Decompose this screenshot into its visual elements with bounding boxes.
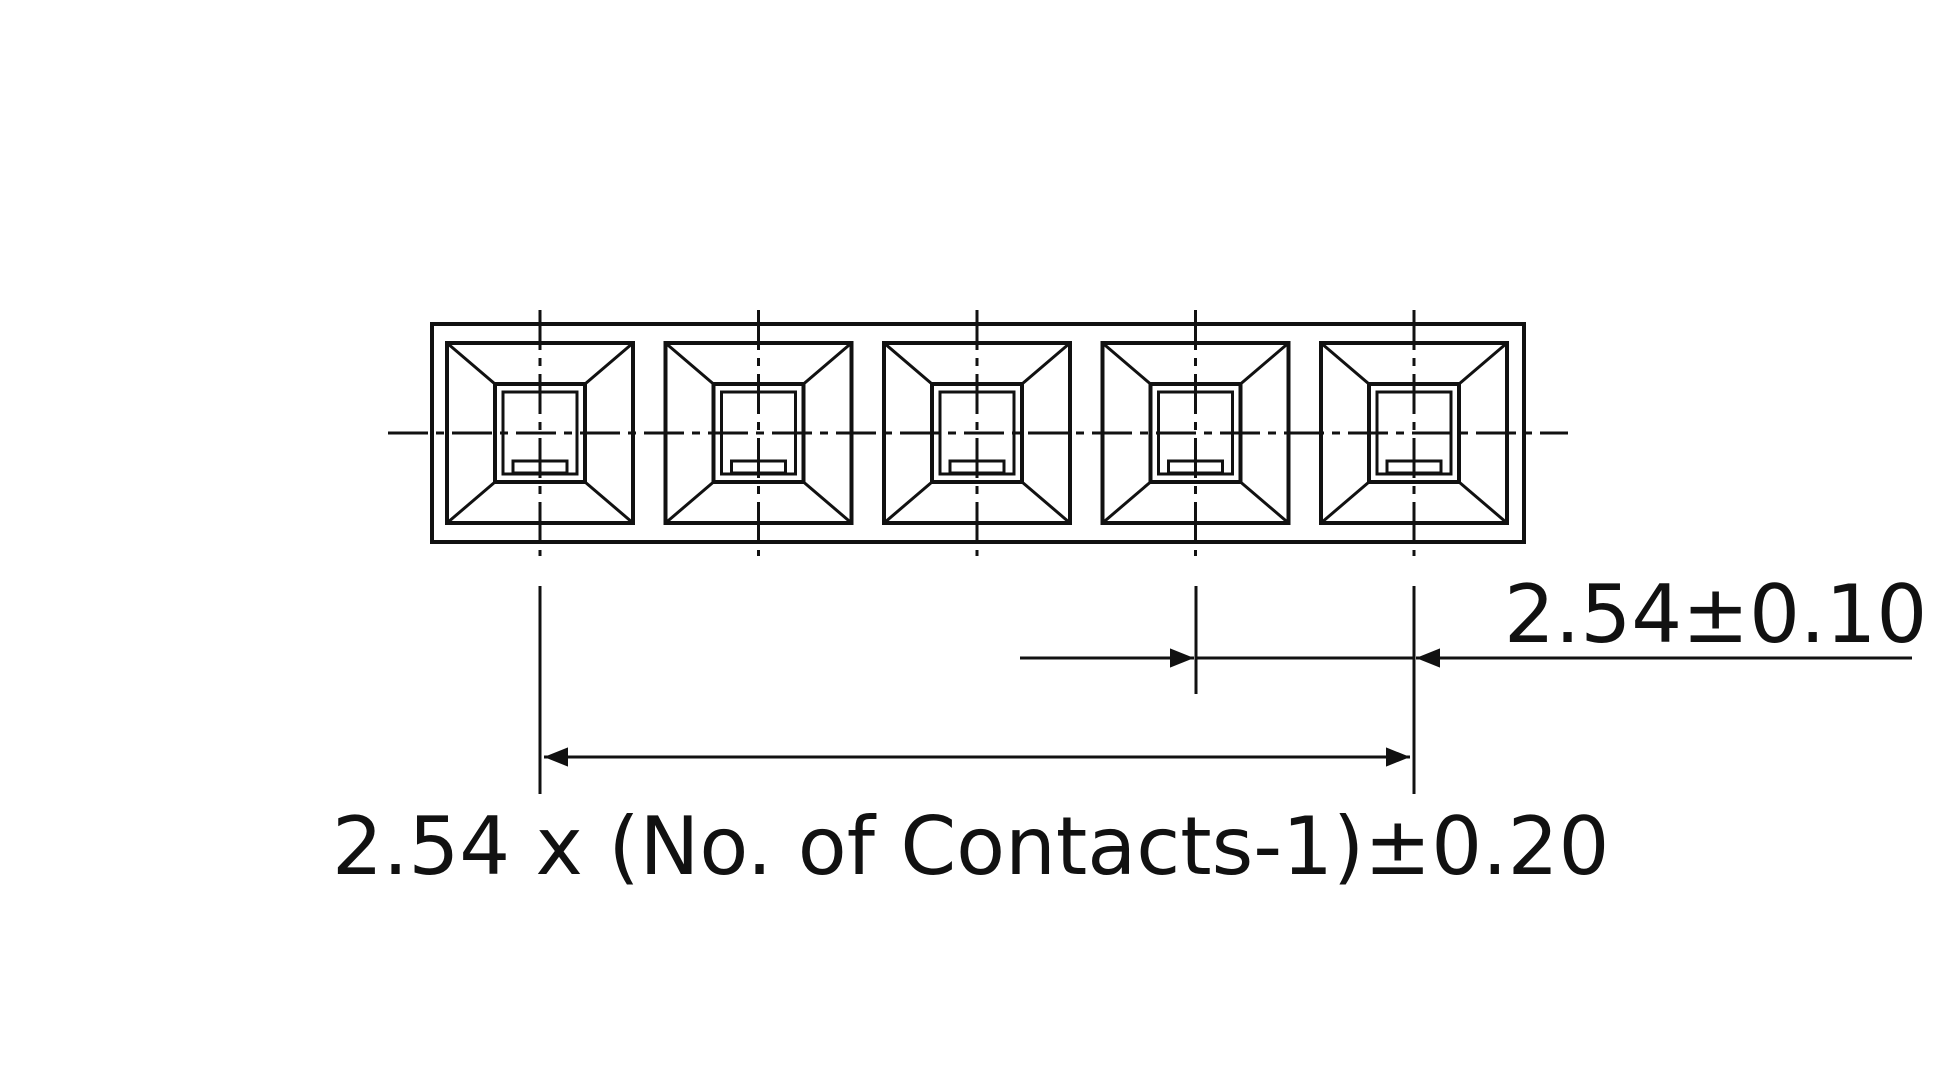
contact-bevel-line (584, 341, 634, 386)
contact-bevel-line (446, 341, 496, 386)
contact-bevel-line (802, 341, 853, 386)
contact-bevel-line (584, 480, 634, 525)
contact-bevel-line (1458, 480, 1508, 525)
contact-bevel-line (1458, 341, 1508, 386)
contact-bevel-line (664, 341, 715, 386)
contact-bevel-line (883, 480, 933, 525)
contact-bevel-line (1320, 341, 1370, 386)
contact-centerlines (538, 310, 1416, 556)
contact-bevel-line (802, 480, 853, 525)
contact-bevel-line (883, 341, 933, 386)
contact-bevel-line (1239, 341, 1290, 386)
contact-bevel-line (664, 480, 715, 525)
contact-bevel-line (1021, 480, 1071, 525)
contact-bevel-line (446, 480, 496, 525)
overall-dimension-label: 2.54 x (No. of Contacts-1)±0.20 (332, 800, 1609, 893)
contact-bevel-line (1021, 341, 1071, 386)
pitch-dimension-label: 2.54±0.10 (1504, 568, 1927, 661)
contact-bevel-line (1239, 480, 1290, 525)
contact-bevel-line (1320, 480, 1370, 525)
contact-bevel-line (1101, 341, 1152, 386)
contact-bevel-line (1101, 480, 1152, 525)
